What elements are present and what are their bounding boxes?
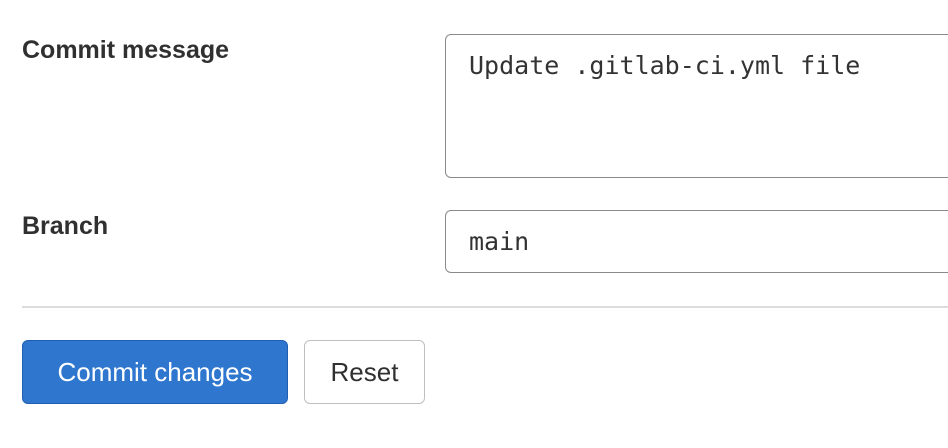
commit-message-label: Commit message [22,36,230,64]
commit-message-input[interactable]: Update .gitlab-ci.yml file [445,34,948,178]
reset-button[interactable]: Reset [304,340,425,404]
form-divider [22,306,948,308]
branch-input[interactable] [445,210,948,273]
branch-label: Branch [22,212,109,240]
commit-changes-button[interactable]: Commit changes [22,340,288,404]
